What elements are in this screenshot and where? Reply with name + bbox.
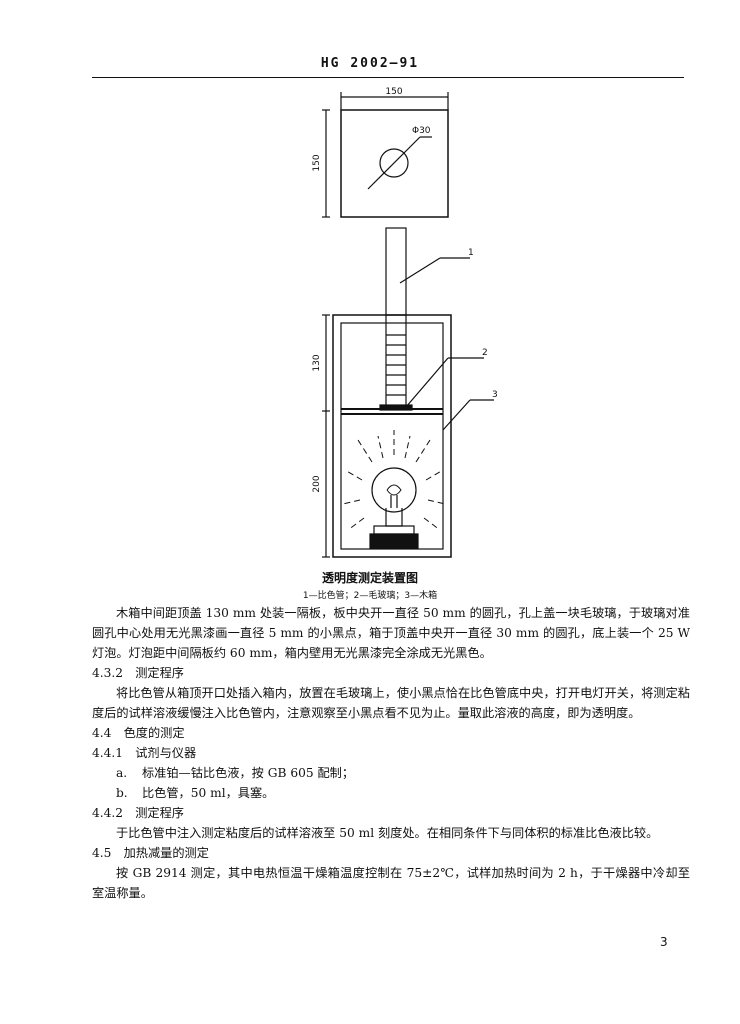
callout-2: 2: [482, 348, 488, 358]
figure-caption: 透明度测定装置图: [321, 571, 418, 585]
dim-lower-height: 200: [312, 475, 322, 492]
bulb-base: [369, 533, 419, 549]
list-item-b: b.比色管，50 ml，具塞。: [116, 786, 275, 800]
top-lid: [340, 109, 449, 218]
page-number: 3: [660, 935, 668, 949]
paragraph-procedure: 将比色管从箱顶开口处插入箱内，放置在毛玻璃上，使小黑点恰在比色管底中央，打开电灯…: [92, 686, 690, 720]
section-4-4-2: 4.4.2 测定程序: [92, 806, 184, 820]
section-4-3-2: 4.3.2 测定程序: [92, 666, 184, 680]
callout-3: 3: [492, 390, 498, 400]
dim-hole-dia: Φ30: [412, 126, 431, 136]
dim-top-height: 150: [312, 154, 322, 171]
body-text: 木箱中间距顶盖 130 mm 处装一隔板，板中央开一直径 50 mm 的圆孔，孔…: [92, 603, 690, 903]
frosted-glass: [379, 404, 413, 411]
list-item-a: a.标准铂—钴比色液，按 GB 605 配制；: [116, 766, 355, 780]
paragraph-box-construction: 木箱中间距顶盖 130 mm 处装一隔板，板中央开一直径 50 mm 的圆孔，孔…: [92, 606, 690, 660]
dim-top-width: 150: [385, 87, 402, 97]
paragraph-color-procedure: 于比色管中注入测定粘度后的试样溶液至 50 ml 刻度处。在相同条件下与同体积的…: [116, 826, 659, 840]
section-4-4: 4.4 色度的测定: [92, 726, 185, 740]
header-rule: [92, 77, 684, 78]
section-4-4-1: 4.4.1 试剂与仪器: [92, 746, 197, 760]
box-inner: [340, 322, 444, 550]
wooden-box: [332, 314, 452, 558]
apparatus-figure: 150 Φ30 150 130 200 1 2 3: [312, 87, 498, 558]
colorimetric-tube-top: [385, 227, 407, 316]
callout-1: 1: [468, 248, 474, 258]
top-hole: [379, 148, 409, 178]
figure-legend: 1—比色管；2—毛玻璃；3—木箱: [302, 591, 438, 601]
section-4-5: 4.5 加热减量的测定: [92, 846, 209, 860]
standard-code: HG 2002—91: [320, 56, 420, 71]
paragraph-heating-loss: 按 GB 2914 测定，其中电热恒温干燥箱温度控制在 75±2℃，试样加热时间…: [92, 866, 690, 900]
dim-upper-height: 130: [312, 354, 322, 371]
light-bulb: [371, 467, 417, 513]
